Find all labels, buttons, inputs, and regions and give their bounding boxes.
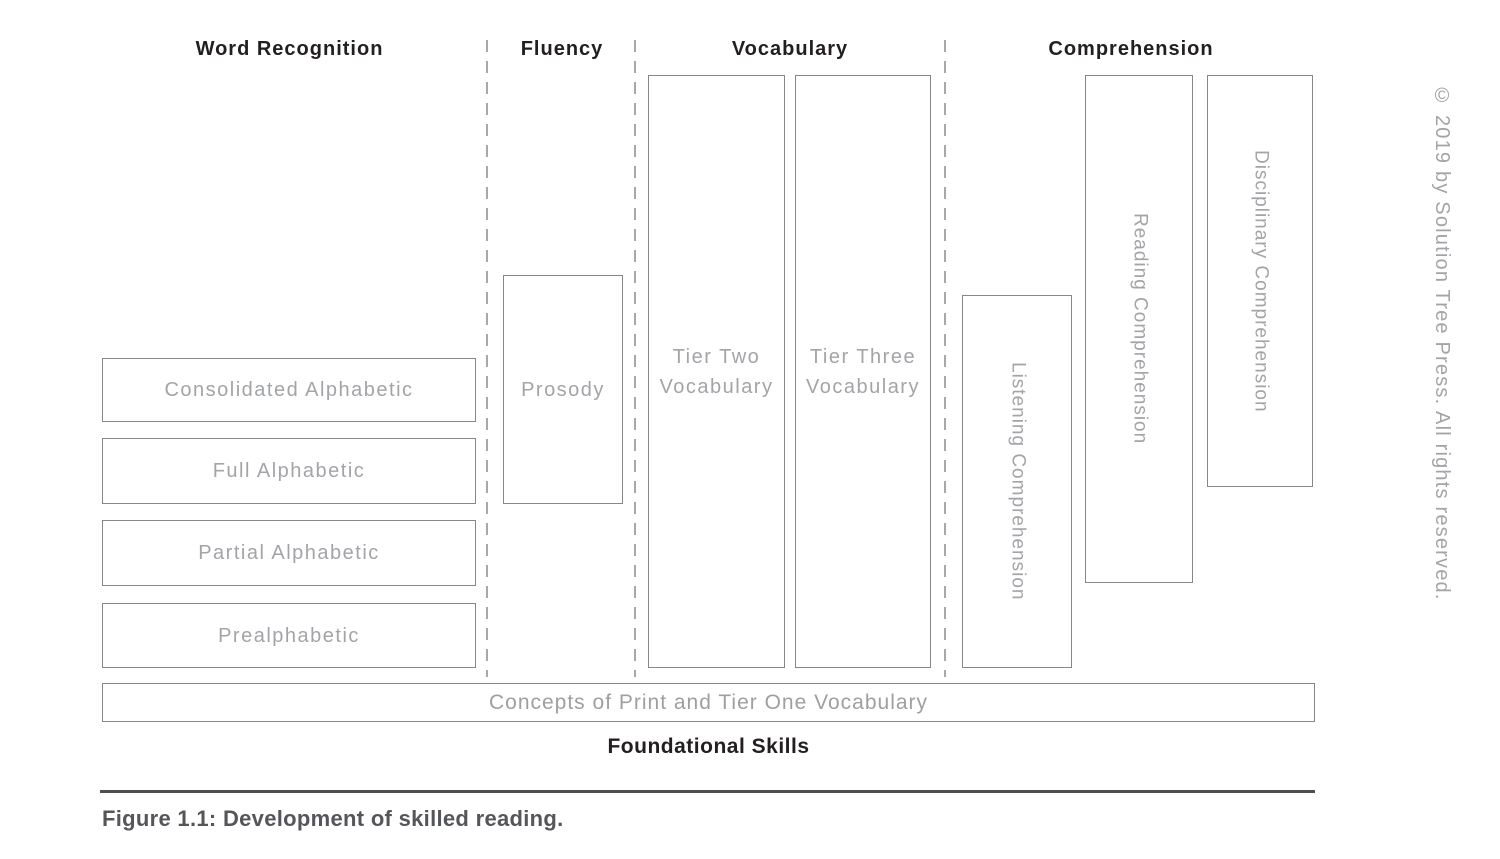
- column-header-fluency: Fluency: [520, 38, 604, 60]
- box-consolidated-alphabetic: Consolidated Alphabetic: [102, 358, 476, 422]
- box-prealphabetic: Prealphabetic: [102, 603, 476, 668]
- box-label: Tier Three Vocabulary: [806, 345, 920, 398]
- box-reading-comprehension: Reading Comprehension: [1085, 75, 1193, 583]
- column-divider-vocabulary-comprehension: [944, 40, 946, 677]
- column-divider-word-fluency: [486, 40, 488, 677]
- box-label: Full Alphabetic: [212, 460, 366, 482]
- box-label: Consolidated Alphabetic: [164, 379, 414, 401]
- box-tier-two-vocabulary: Tier Two Vocabulary: [648, 75, 785, 668]
- box-tier-three-vocabulary: Tier Three Vocabulary: [795, 75, 931, 668]
- box-label: Disciplinary Comprehension: [1250, 149, 1272, 413]
- copyright-notice: © 2019 by Solution Tree Press. All right…: [1431, 85, 1453, 601]
- box-disciplinary-comprehension: Disciplinary Comprehension: [1207, 75, 1313, 487]
- box-label: Tier Two Vocabulary: [659, 345, 774, 398]
- box-partial-alphabetic: Partial Alphabetic: [102, 520, 476, 586]
- column-divider-fluency-vocabulary: [634, 40, 636, 677]
- box-listening-comprehension: Listening Comprehension: [962, 295, 1072, 668]
- column-header-word-recognition: Word Recognition: [195, 38, 384, 60]
- caption-divider-rule: [100, 790, 1315, 793]
- column-header-vocabulary: Vocabulary: [731, 38, 849, 60]
- box-label: Reading Comprehension: [1129, 213, 1151, 445]
- foundation-bar-label: Concepts of Print and Tier One Vocabular…: [488, 690, 929, 714]
- box-prosody: Prosody: [503, 275, 623, 504]
- figure-caption: Figure 1.1: Development of skilled readi…: [102, 806, 564, 831]
- box-label: Listening Comprehension: [1007, 362, 1029, 601]
- box-label: Prosody: [521, 378, 605, 401]
- box-full-alphabetic: Full Alphabetic: [102, 438, 476, 504]
- column-header-comprehension: Comprehension: [1048, 38, 1214, 60]
- foundational-skills-label: Foundational Skills: [607, 735, 810, 758]
- box-label: Partial Alphabetic: [198, 542, 380, 564]
- box-label: Prealphabetic: [218, 624, 360, 647]
- foundation-bar: Concepts of Print and Tier One Vocabular…: [102, 683, 1315, 722]
